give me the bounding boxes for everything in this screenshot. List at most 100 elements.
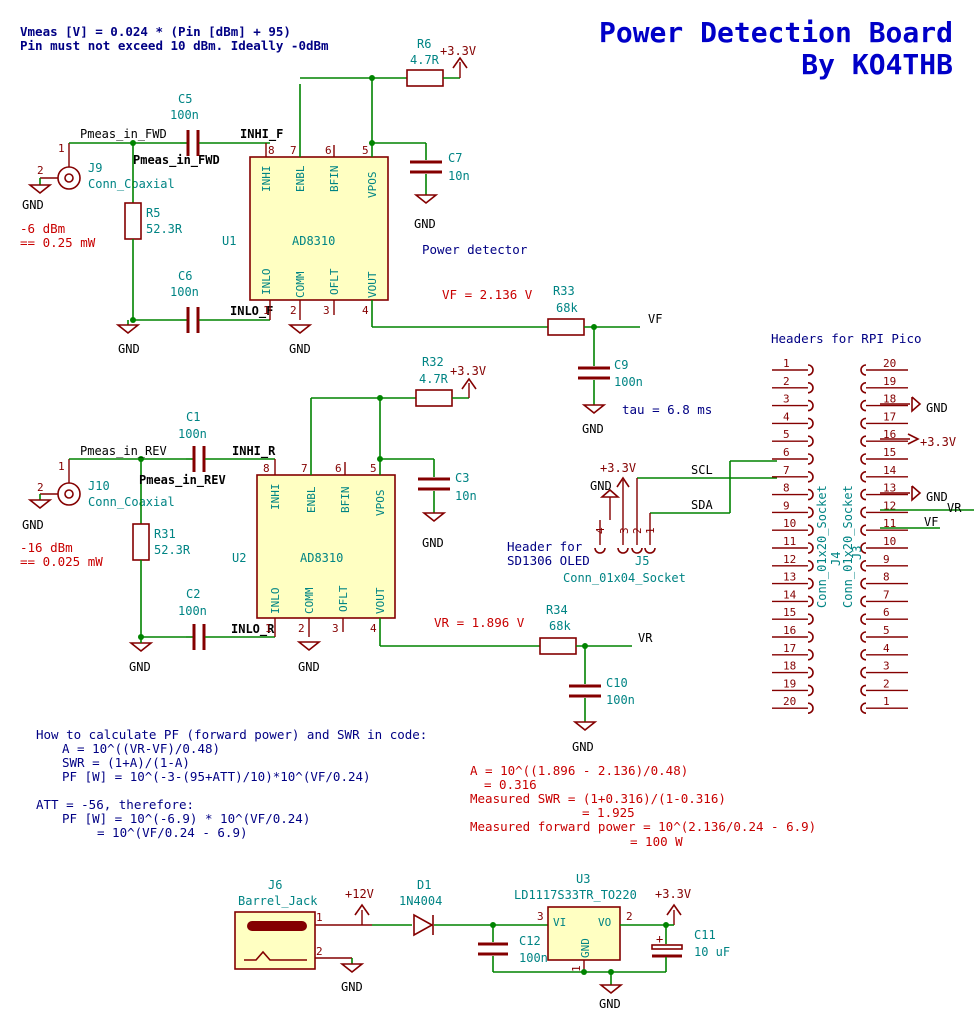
pico-right-pin-num: 18: [883, 393, 896, 406]
coax-j9-outer: [57, 166, 81, 190]
pico-left-pin-num: 18: [783, 660, 796, 673]
c6-ref: C6: [178, 269, 192, 283]
result-swr-value: = 1.925: [582, 805, 635, 820]
reverse-detector: GND 2 1 J10 Conn_Coaxial Pmeas_in_REV Pm…: [20, 355, 653, 754]
svg-text:7: 7: [290, 144, 297, 157]
result-swr: Measured SWR = (1+0.316)/(1-0.316): [470, 791, 726, 806]
svg-text:VO: VO: [598, 916, 611, 929]
pico-left-pin-num: 4: [783, 410, 790, 423]
c9-ref: C9: [614, 358, 628, 372]
r33-value: 68k: [556, 301, 578, 315]
coax-j10-outer: [57, 482, 81, 506]
pico-right-pin-num: 12: [883, 499, 896, 512]
r6-ref: R6: [417, 37, 431, 51]
c11-ref: C11: [694, 928, 716, 942]
pico-left-pin-num: 5: [783, 428, 790, 441]
gnd-symbol: [27, 499, 53, 510]
diode-d1: [413, 913, 434, 937]
c6-value: 100n: [170, 285, 199, 299]
gnd-symbol: [413, 194, 439, 205]
power-detector-note: Power detector: [422, 242, 528, 257]
calc-note-heading: How to calculate PF (forward power) and …: [36, 727, 427, 742]
gnd-label: GND: [341, 980, 363, 994]
pico-left-pin-num: 10: [783, 517, 796, 530]
r33-ref: R33: [553, 284, 575, 298]
svg-text:5: 5: [370, 462, 377, 475]
coax-j10-inner: [64, 489, 74, 499]
svg-text:5: 5: [362, 144, 369, 157]
capacitor-c11: [651, 944, 683, 950]
c7-value: 10n: [448, 169, 470, 183]
svg-text:ENBL: ENBL: [294, 165, 307, 192]
c3-ref: C3: [455, 471, 469, 485]
pico-pin13-label: GND: [926, 490, 948, 504]
v12-label: +12V: [345, 887, 374, 901]
rev-level-dbm: -16 dBm: [20, 540, 73, 555]
v33-label: +3.3V: [440, 44, 476, 58]
calc-note-pf-att: PF [W] = 10^(-6.9) * 10^(VF/0.24): [62, 811, 310, 826]
r34-value: 68k: [549, 619, 571, 633]
tau-note: tau = 6.8 ms: [622, 402, 712, 417]
c2-ref: C2: [186, 587, 200, 601]
pico-left-pin-num: 1: [783, 357, 790, 370]
result-power: Measured forward power = 10^(2.136/0.24 …: [470, 819, 816, 834]
power-arrow: [907, 433, 920, 445]
vmeas-formula: Vmeas [V] = 0.024 * (Pin [dBm] + 95): [20, 24, 291, 39]
svg-text:3: 3: [323, 304, 330, 317]
oled-header-j5: +3.3V GND SCL SDA 4 3 2 1 J5 Conn_01x04_…: [507, 460, 777, 585]
svg-text:INLO: INLO: [269, 588, 282, 615]
net-label-sda: SDA: [691, 498, 713, 512]
power-arrow: [616, 476, 630, 488]
pico-headers-title: Headers for RPI Pico: [771, 331, 922, 346]
gnd-label: GND: [572, 740, 594, 754]
svg-text:COMM: COMM: [294, 271, 307, 298]
gnd-symbol: [115, 324, 141, 335]
u1-value: AD8310: [292, 234, 335, 248]
pico-right-pin-num: 11: [883, 517, 896, 530]
pin-limit-note: Pin must not exceed 10 dBm. Ideally -0dB…: [20, 38, 329, 53]
svg-text:OFLT: OFLT: [337, 585, 350, 612]
net-label-inhi-f: INHI_F: [240, 127, 283, 142]
svg-text:2: 2: [290, 304, 297, 317]
pico-right-pin-num: 8: [883, 571, 890, 584]
net-label-vr: VR: [638, 631, 653, 645]
svg-text:1: 1: [265, 622, 272, 635]
c12-value: 100n: [519, 951, 548, 965]
pico-right-pin-num: 20: [883, 357, 896, 370]
vr-voltage-note: VR = 1.896 V: [434, 615, 525, 630]
svg-text:8: 8: [268, 144, 275, 157]
pico-left-pin-num: 8: [783, 482, 790, 495]
gnd-label: GND: [118, 342, 140, 356]
r31-ref: R31: [154, 527, 176, 541]
pin-num: 2: [37, 164, 44, 177]
svg-text:6: 6: [335, 462, 342, 475]
u3-value: LD1117S33TR_TO220: [514, 888, 637, 902]
gnd-symbol: [572, 721, 598, 732]
j10-ref: J10: [88, 479, 110, 493]
gnd-symbol: [287, 324, 313, 335]
gnd-label: GND: [582, 422, 604, 436]
gnd-arrow: [911, 485, 922, 502]
pico-left-pin-num: 12: [783, 553, 796, 566]
v33-label: +3.3V: [450, 364, 486, 378]
j5-value: Conn_01x04_Socket: [563, 571, 686, 585]
svg-text:1: 1: [570, 965, 583, 972]
pico-right-pin-num: 2: [883, 677, 890, 690]
resistor-r6: [406, 69, 444, 87]
svg-text:BFIN: BFIN: [328, 166, 341, 193]
gnd-label: GND: [22, 198, 44, 212]
svg-text:7: 7: [301, 462, 308, 475]
r31-value: 52.3R: [154, 543, 191, 557]
pico-right-pin-num: 4: [883, 642, 890, 655]
title-line-1: Power Detection Board: [599, 16, 953, 49]
v33-label: +3.3V: [600, 461, 636, 475]
svg-text:4: 4: [370, 622, 377, 635]
fwd-level-dbm: -6 dBm: [20, 221, 65, 236]
pico-right-pin-num: 14: [883, 464, 897, 477]
c10-ref: C10: [606, 676, 628, 690]
forward-detector: GND 2 1 J9 Conn_Coaxial Pmeas_in_FWD Pme…: [20, 37, 712, 436]
j5-ref: J5: [635, 554, 649, 568]
resistor-r34: [539, 637, 577, 655]
svg-text:2: 2: [631, 527, 644, 534]
